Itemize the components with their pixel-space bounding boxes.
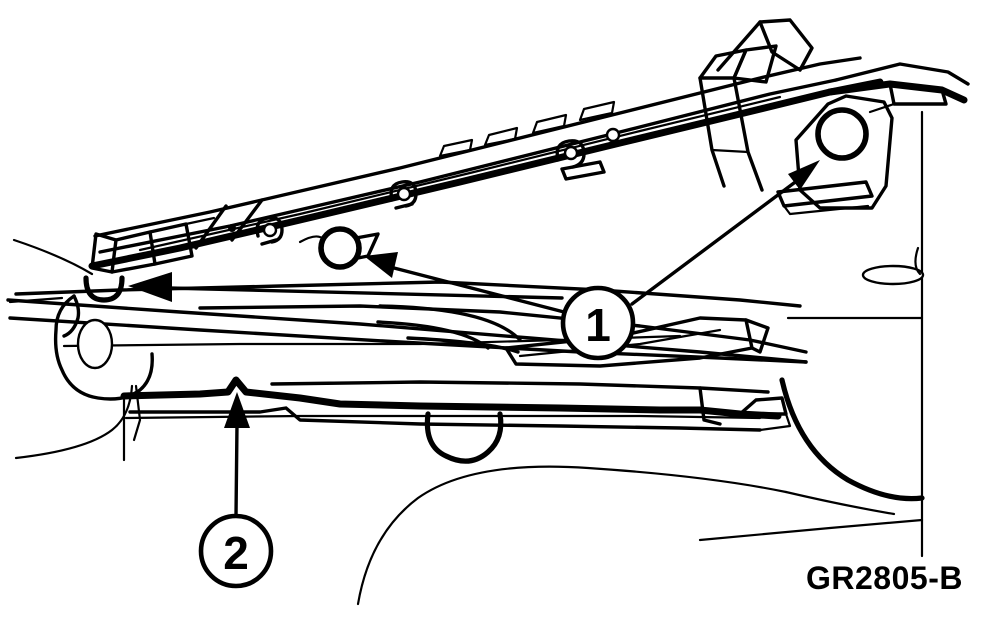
notch-lower-rail (424, 411, 504, 464)
callout-group: 1 2 (128, 160, 820, 589)
oval-left-panel (76, 318, 114, 370)
rail-bracket-cut-1 (194, 204, 228, 250)
sill-top-edge (270, 380, 770, 394)
center-brace-panel (504, 316, 770, 368)
rail-fold-line (138, 95, 782, 252)
sill-lower-edge (120, 376, 782, 420)
callout-1-marker[interactable]: 1 (560, 285, 636, 361)
rail-left-endcap-step2 (148, 222, 194, 266)
right-flange-edge (868, 102, 896, 114)
right-panel-bottom-edge (698, 518, 924, 542)
hole-center-seat (298, 235, 326, 244)
callout-1-leader-center (392, 266, 566, 314)
hole-center (318, 226, 362, 270)
bracket-strut-brace (710, 148, 750, 154)
callout-1-arrow-center (364, 252, 398, 278)
right-flange-bottom (826, 80, 968, 104)
callout-1-circle[interactable] (560, 285, 636, 361)
body-vee-detail-1 (378, 304, 522, 342)
left-panel-boss (53, 294, 154, 401)
body-upper-left-curve2 (8, 296, 64, 304)
sill-right-fold (698, 386, 722, 426)
rail-clip-a-hole (262, 222, 278, 238)
brace-inner-line (518, 328, 722, 358)
right-panel-outline (794, 94, 894, 210)
rail-clip-a (255, 216, 284, 246)
small-dot-rail-icon (605, 127, 621, 143)
brace-right-tab (744, 318, 770, 354)
lower-body-curve (356, 465, 788, 606)
oval-right-lead (914, 246, 922, 276)
sill-right-fold-2 (738, 396, 788, 416)
rail-bracket-cut-2 (230, 198, 264, 242)
callout-1-arrow-upper-right (788, 160, 820, 190)
rail-lower-edge (88, 78, 884, 270)
left-panel-boss-curve (14, 384, 134, 460)
rail-tab-1 (438, 138, 474, 158)
rail-tab-4 (578, 100, 616, 122)
rail-clip-c (555, 139, 606, 181)
oval-right-slot (861, 264, 925, 286)
right-flange-step (888, 82, 948, 106)
callout-1-leader-left (166, 286, 564, 300)
callout-2-arrow (224, 392, 250, 428)
lower-sill-assembly (120, 376, 792, 464)
callout-1-leader-upper-right (630, 172, 808, 306)
hole-upper-right (815, 107, 869, 161)
callout-1-label: 1 (585, 299, 611, 351)
callout-2-circle[interactable] (198, 513, 274, 589)
hole-center-bracket (354, 232, 380, 260)
hole-left-notch (83, 275, 125, 303)
right-panel-assembly (698, 94, 925, 558)
rail-left-endcap-step (110, 230, 157, 274)
callout-2-leader (234, 422, 239, 518)
body-upper-left-curve (12, 238, 94, 276)
rail-clip-c-hole (563, 145, 579, 161)
bracket-upper-fin (716, 18, 814, 72)
sill-right-fold-3 (758, 412, 792, 432)
rail-tab-2 (483, 126, 519, 147)
upper-right-bracket-group (698, 18, 970, 192)
bracket-diagonal-strut (698, 76, 726, 188)
lower-body-curve-right (784, 490, 896, 516)
right-panel-slot-line (782, 204, 870, 216)
rail-tab-3 (531, 113, 568, 135)
callout-2-marker[interactable]: 2 (198, 513, 274, 589)
rail-top-edge (93, 56, 862, 238)
bracket-upper-fin-inner (758, 20, 802, 72)
sill-second-edge (128, 406, 762, 432)
bracket-diagonal-strut-2 (732, 76, 764, 192)
body-vee-detail-3 (406, 336, 520, 354)
callout-1-arrow-left (128, 272, 172, 302)
bracket-plate-b (732, 44, 778, 84)
figure-label: GR2805-B (806, 560, 963, 596)
right-panel-slot (776, 180, 874, 208)
pin-dot-rail-icon (228, 224, 236, 232)
rail-left-endcap-edge (184, 216, 216, 226)
right-panel-sweep (779, 377, 925, 502)
callout-2-label: 2 (223, 527, 249, 579)
lower-curves (356, 465, 896, 606)
left-panel-boss-inner (62, 294, 81, 338)
upper-rail-assembly (88, 56, 884, 274)
sill-inner-seam (124, 414, 762, 420)
rail-clip-b (389, 180, 418, 210)
rail-clip-b-hole (396, 186, 412, 202)
right-flange-top (834, 62, 970, 86)
